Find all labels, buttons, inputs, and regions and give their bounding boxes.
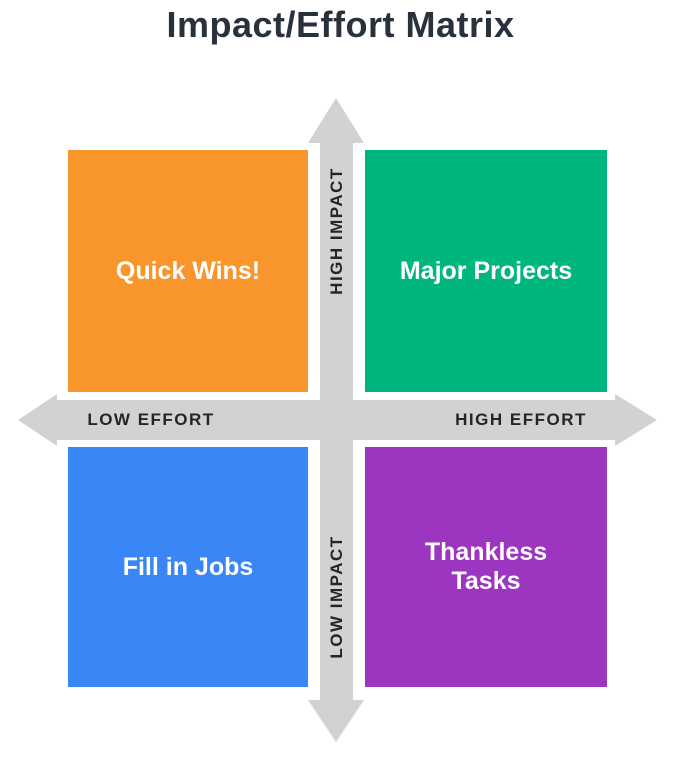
high-effort-axis-label: HIGH EFFORT xyxy=(455,410,587,429)
low-effort-axis-label: LOW EFFORT xyxy=(87,410,215,429)
quadrant-label-thankless-tasks: Thankless Tasks xyxy=(424,538,548,595)
low-impact-axis-label: LOW IMPACT xyxy=(327,535,346,659)
left-arrowhead-icon xyxy=(18,394,57,446)
quadrant-label-fill-in-jobs: Fill in Jobs xyxy=(122,552,254,581)
quadrant-label-quick-wins: Quick Wins! xyxy=(115,256,261,285)
high-impact-axis-label: HIGH IMPACT xyxy=(327,167,346,295)
right-arrowhead-icon xyxy=(615,394,657,446)
quadrant-thankless-tasks: Thankless Tasks xyxy=(365,447,607,687)
quadrant-major-projects: Major Projects xyxy=(365,150,607,392)
down-arrowhead-icon xyxy=(308,700,364,742)
quadrant-label-major-projects: Major Projects xyxy=(399,256,573,285)
quadrant-fill-in-jobs: Fill in Jobs xyxy=(68,447,308,687)
horizontal-axis-shaft xyxy=(56,400,617,440)
page-title: Impact/Effort Matrix xyxy=(166,4,515,45)
quadrant-quick-wins: Quick Wins! xyxy=(68,150,308,392)
up-arrowhead-icon xyxy=(308,98,364,143)
